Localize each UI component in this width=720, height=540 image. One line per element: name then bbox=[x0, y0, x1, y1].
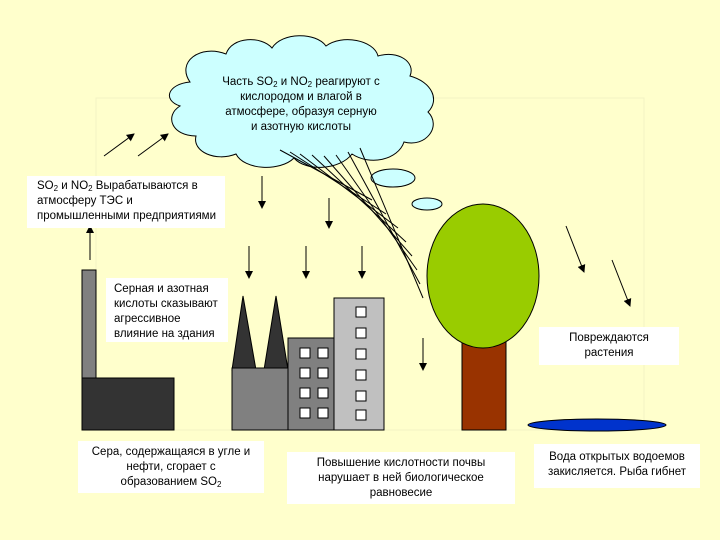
text-line: Повреждаются bbox=[539, 331, 679, 346]
text-line: Сера, содержащаяся в угле и bbox=[78, 445, 264, 460]
sulfur-combustion-label: Сера, содержащаяся в угле и нефти, сгорае… bbox=[78, 441, 264, 493]
small-cloud-1 bbox=[370, 168, 416, 188]
text-line: влияние на здания bbox=[114, 327, 228, 342]
text-segment: нефти, сгорает с bbox=[126, 461, 216, 473]
text-segment: Часть SO bbox=[222, 76, 274, 88]
acid-rain-streaks bbox=[279, 147, 424, 299]
subscript: 2 bbox=[307, 80, 313, 89]
power-plant bbox=[81, 377, 175, 431]
text-segment: Серная и азотная bbox=[114, 283, 209, 295]
text-segment: атмосферу ТЭС и bbox=[37, 195, 133, 207]
text-line: растения bbox=[539, 346, 679, 361]
emission-arrow-2 bbox=[137, 133, 169, 157]
emission-arrow-1 bbox=[103, 133, 135, 157]
subscript: 2 bbox=[273, 80, 278, 89]
text-line: атмосферу ТЭС и bbox=[37, 194, 221, 209]
text-line: и азотную кислоты bbox=[196, 120, 406, 135]
text-segment: равновесие bbox=[369, 487, 433, 499]
text-segment: закисляется. Рыба гибнет bbox=[547, 466, 687, 478]
text-line: Повышение кислотности почвы bbox=[287, 456, 515, 471]
subscript: 2 bbox=[217, 480, 222, 489]
text-line: Серная и азотная bbox=[114, 282, 228, 297]
building-medium-windows bbox=[299, 347, 329, 419]
text-segment: SO bbox=[37, 180, 54, 192]
text-line: атмосфере, образуя серную bbox=[196, 105, 406, 120]
text-line: кислородом и влагой в bbox=[196, 90, 406, 105]
text-segment: и NO bbox=[277, 76, 308, 88]
tree-crown bbox=[426, 203, 540, 349]
text-line: кислоты сказывают bbox=[114, 297, 228, 312]
text-segment: влияние на здания bbox=[114, 328, 215, 340]
factory-tower-left bbox=[231, 295, 257, 371]
text-segment: промышленными предприятиями bbox=[37, 210, 217, 222]
text-segment: Повышение кислотности почвы bbox=[316, 457, 486, 469]
text-line: нарушает в ней биологическое bbox=[287, 471, 515, 486]
text-segment: Повреждаются bbox=[569, 332, 649, 344]
factory-building bbox=[231, 367, 291, 431]
plants-damage-label: Повреждаются растения bbox=[539, 327, 679, 365]
text-segment: Вырабатываются в bbox=[92, 180, 198, 192]
rain-arrow-8 bbox=[611, 259, 632, 307]
subscript: 2 bbox=[53, 184, 59, 193]
text-segment: реагируют с bbox=[312, 76, 380, 88]
building-tall bbox=[333, 297, 385, 431]
water-acidification-label: Вода открытых водоемов закисляется. Рыба … bbox=[534, 444, 700, 488]
text-segment: кислоты сказывают bbox=[114, 298, 218, 310]
text-segment: нарушает в ней биологическое bbox=[318, 472, 484, 484]
chimney bbox=[81, 269, 97, 383]
text-segment: Сера, содержащаяся в угле и bbox=[91, 446, 251, 458]
text-segment: атмосфере, образуя серную bbox=[225, 106, 377, 118]
subscript: 2 bbox=[88, 184, 93, 193]
text-line: Вода открытых водоемов bbox=[534, 450, 700, 465]
text-segment: и NO bbox=[58, 180, 89, 192]
text-line: агрессивное bbox=[114, 312, 228, 327]
small-cloud-2 bbox=[411, 197, 443, 211]
rain-arrow-7 bbox=[565, 225, 586, 273]
text-line: SO2 и NO2 Вырабатываются в bbox=[37, 179, 221, 194]
text-line: промышленными предприятиями bbox=[37, 209, 221, 224]
text-segment: образованием SO bbox=[120, 476, 217, 488]
text-line: нефти, сгорает с bbox=[78, 460, 264, 475]
text-segment: кислородом и влагой в bbox=[240, 91, 362, 103]
cloud bbox=[168, 35, 434, 168]
text-segment: и азотную кислоты bbox=[250, 121, 352, 133]
text-segment: агрессивное bbox=[114, 313, 181, 325]
buildings-effect-label: Серная и азотная кислоты сказывают агресси… bbox=[106, 278, 228, 342]
text-segment: растения bbox=[584, 347, 634, 359]
text-segment: Вода открытых водоемов bbox=[549, 451, 685, 463]
factory-tower-right bbox=[263, 295, 289, 371]
text-line: равновесие bbox=[287, 486, 515, 501]
water-pond bbox=[527, 418, 667, 432]
arrows bbox=[86, 133, 632, 371]
building-tall-windows bbox=[355, 306, 367, 421]
text-line: Часть SO2 и NO2 реагируют с bbox=[196, 75, 406, 90]
soil-acidity-label: Повышение кислотности почвы нарушает в не… bbox=[287, 452, 515, 504]
text-line: образованием SO2 bbox=[78, 475, 264, 490]
text-line: закисляется. Рыба гибнет bbox=[534, 465, 700, 480]
